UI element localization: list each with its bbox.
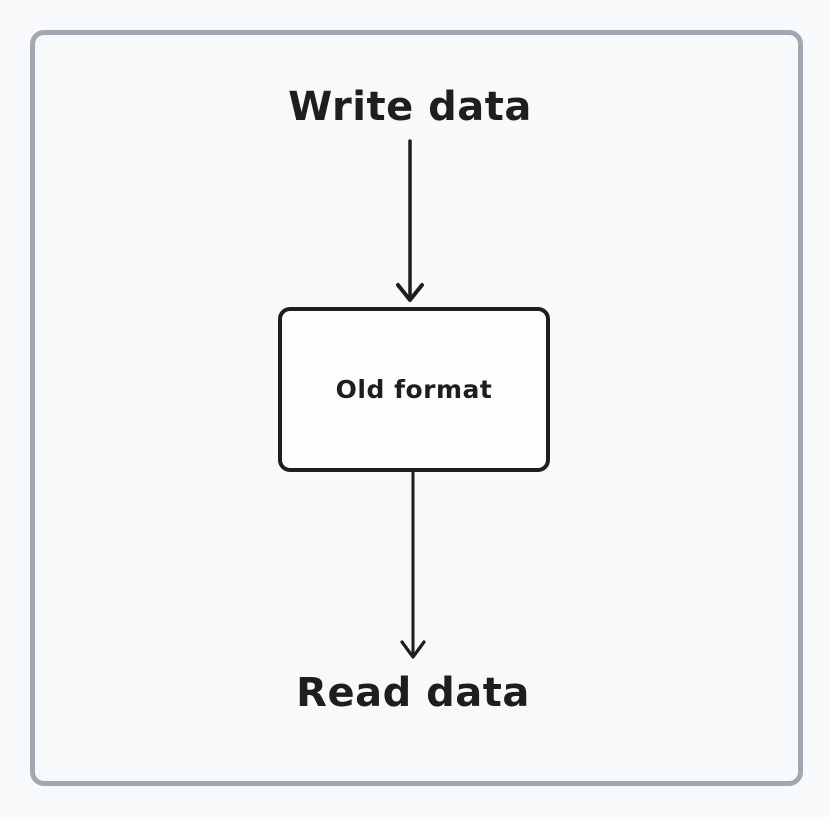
arrow-down-icon	[400, 472, 426, 659]
arrow-down-icon	[396, 139, 424, 302]
old-format-label: Old format	[335, 375, 493, 404]
old-format-box: Old format	[278, 307, 550, 472]
read-data-label: Read data	[296, 670, 530, 716]
diagram-frame	[30, 30, 803, 786]
write-data-label: Write data	[288, 84, 532, 130]
